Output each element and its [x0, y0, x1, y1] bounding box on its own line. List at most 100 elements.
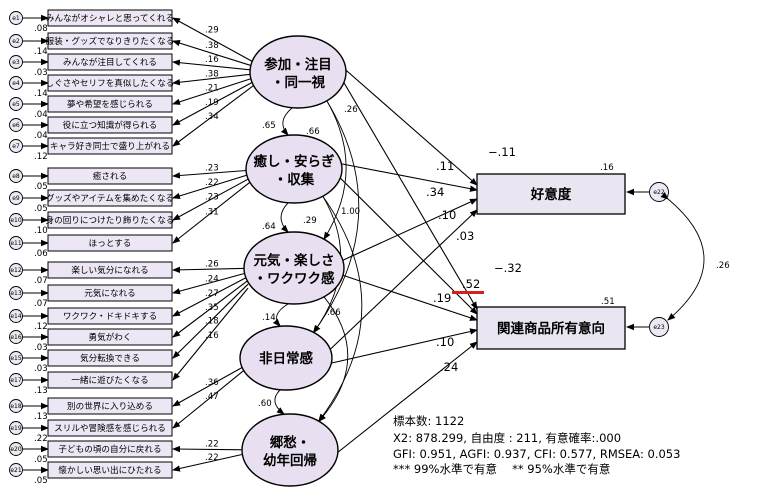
latent-ellipse [241, 413, 339, 487]
indicator-r2: .04 [34, 110, 48, 120]
error-label: e8 [12, 173, 20, 180]
error-label: e10 [10, 217, 22, 224]
structural-path [338, 273, 478, 321]
indicator-box [47, 461, 173, 479]
latent-label-line1: 非日常感 [259, 350, 313, 367]
loading-paths: .29.38.16.38.21.19.34.23.22.23.31.26.24.… [172, 17, 255, 472]
error-node [9, 399, 23, 413]
indicator-label: 役に立つ知識が得られる [63, 119, 158, 131]
loading-value: .22 [205, 453, 219, 463]
coef-L1-O2: −.11 [488, 145, 516, 159]
error-node [9, 191, 23, 205]
loading-value: .22 [205, 178, 219, 188]
error-label: e20 [10, 446, 22, 453]
error-e23 [649, 317, 669, 337]
indicator-r2: .05 [34, 455, 48, 465]
correlation-value: .64 [262, 222, 276, 232]
outcome-purchase-r2: .51 [601, 297, 615, 307]
correlation-value: .60 [258, 399, 272, 409]
indicator-label: 一緒に遊びたくなる [71, 374, 148, 386]
error-label: e14 [10, 313, 22, 320]
indicator-label: 癒される [93, 170, 127, 182]
structural-path [327, 209, 478, 353]
error-node [9, 373, 23, 387]
loading-value: .22 [205, 439, 219, 449]
coef-L2-O2: .03 [456, 229, 474, 243]
indicator-box [47, 116, 173, 134]
outcome-liking: 好意度 .16 [476, 163, 626, 215]
error-node [9, 76, 23, 90]
indicator-box [47, 307, 173, 325]
correlation-arc [274, 382, 288, 415]
loading-path [172, 287, 249, 381]
fit-statistics: 標本数: 1122 X2: 878.299, 自由度 : 211, 有意確率:.… [393, 414, 680, 476]
loading-path [172, 173, 251, 199]
indicator-r2: .05 [34, 182, 48, 192]
latent-L5: 郷愁・幼年回帰 [241, 413, 339, 487]
indicator-box [47, 167, 173, 185]
loading-value: .35 [205, 303, 219, 313]
correlation-value: .65 [262, 121, 276, 131]
error-label: e7 [12, 143, 20, 150]
structural-path [332, 341, 478, 457]
latent-label-line1: 郷愁・ [270, 434, 311, 451]
indicator-label: 身の回りにつけたり飾りたくなる [46, 214, 175, 226]
error-node [9, 421, 23, 435]
error-label: e9 [12, 195, 20, 202]
correlation-arc [280, 101, 300, 136]
outcome-purchase-intent: 関連商品所有意向 .51 [476, 297, 626, 350]
indicator-box [47, 53, 173, 71]
error-e23-label: e23 [653, 324, 665, 331]
indicator-box [47, 397, 173, 415]
loading-path [172, 81, 255, 126]
stat-fit-indices: GFI: 0.951, AGFI: 0.937, CFI: 0.577, RMS… [393, 447, 680, 461]
outcome-errors: e22 e23 .26 [626, 182, 730, 337]
error-node [9, 97, 23, 111]
structural-coefficients: −.11 .11 .34 .10 .03 −.32 .52 .19 .10 .2… [426, 145, 522, 374]
error-node [9, 351, 23, 365]
stat-significance-note: *** 99%水準で有意 ** 95%水準で有意 [393, 462, 610, 476]
loading-path [172, 169, 250, 179]
loading-path [172, 177, 251, 221]
indicator-r2: .03 [34, 364, 48, 374]
error-label: e6 [12, 122, 20, 129]
latent-label-line2: ・収集 [274, 171, 315, 188]
error-e22-label: e22 [653, 189, 665, 196]
error-covariance-value: .26 [716, 261, 730, 271]
loading-path [172, 73, 254, 86]
indicator-box [47, 32, 173, 50]
structural-path [340, 65, 478, 186]
indicator-label: 夢や希望を感じられる [67, 98, 153, 110]
indicator-row: e8 .05 癒される [9, 167, 173, 192]
coef-L3-O2: .52 [462, 277, 480, 291]
correlation-value: .26 [344, 105, 358, 115]
latent-ellipse [243, 231, 345, 305]
coef-L1-O1: .11 [436, 159, 454, 173]
error-label: e1 [12, 15, 20, 22]
loading-path [172, 17, 255, 63]
loading-path [172, 271, 249, 295]
loading-path [172, 40, 255, 67]
error-node [9, 169, 23, 183]
loading-path [172, 283, 249, 359]
indicator-label: 元気になれる [84, 287, 136, 299]
indicator-box [47, 419, 173, 437]
coef-L4-O1: .19 [433, 291, 451, 305]
loading-value: .26 [205, 259, 219, 269]
latent-label-line2: ・同一視 [271, 74, 325, 91]
stat-chi-square: X2: 878.299, 自由度 : 211, 有意確率:.000 [393, 431, 621, 445]
loading-path [172, 445, 246, 453]
error-node [9, 139, 23, 153]
correlation-value: 1.00 [341, 207, 360, 217]
latent-label-line1: 元気・楽しさ [254, 252, 335, 269]
latent-L4: 非日常感 [239, 325, 333, 391]
indicator-r2: .03 [34, 68, 48, 78]
